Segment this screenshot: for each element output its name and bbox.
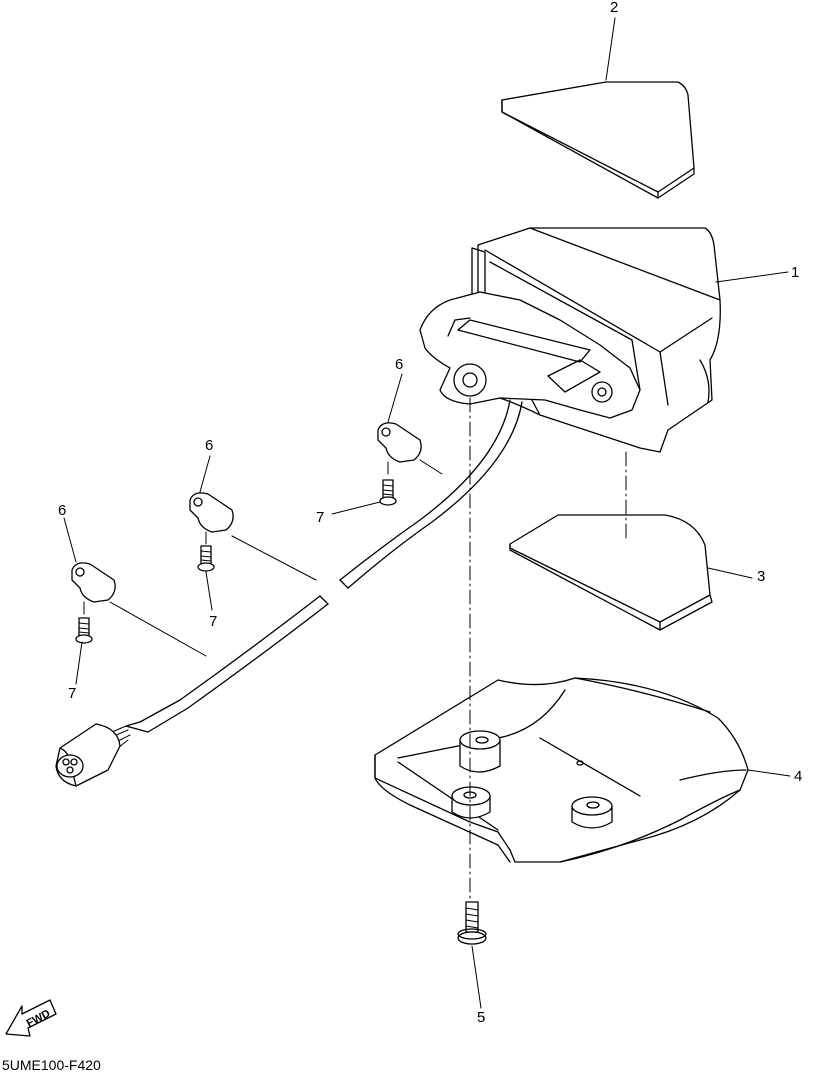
callout-3: 3 [757,568,766,585]
callout-6-middle: 6 [205,437,214,454]
callout-4: 4 [794,768,803,785]
callout-7-right: 7 [316,509,325,526]
leader-lines [63,17,791,1009]
part-3-pad [509,514,713,631]
part-2-pad [501,81,695,199]
callout-6-left: 6 [58,502,67,519]
callout-2: 2 [610,0,619,16]
screw-7-left [75,617,93,644]
callout-5: 5 [477,1009,486,1026]
fwd-arrow-icon: FWD [5,999,57,1037]
screw-7-right [379,479,397,506]
clamp-6-middle [189,492,234,533]
part-4-base-shell [374,677,749,863]
callout-6-right: 6 [395,356,404,373]
drawing-code: 5UME100-F420 [2,1057,101,1073]
assembly-lines [83,397,627,901]
part-1-tail-light [419,227,721,453]
callout-7-middle: 7 [209,613,218,630]
wire-harness [55,399,523,787]
screw-7-middle [197,545,215,572]
callout-7-left: 7 [68,685,77,702]
callout-1: 1 [791,264,800,281]
part-5-screw [457,901,487,945]
clamp-6-left [71,562,116,603]
clamp-6-right [377,422,422,463]
